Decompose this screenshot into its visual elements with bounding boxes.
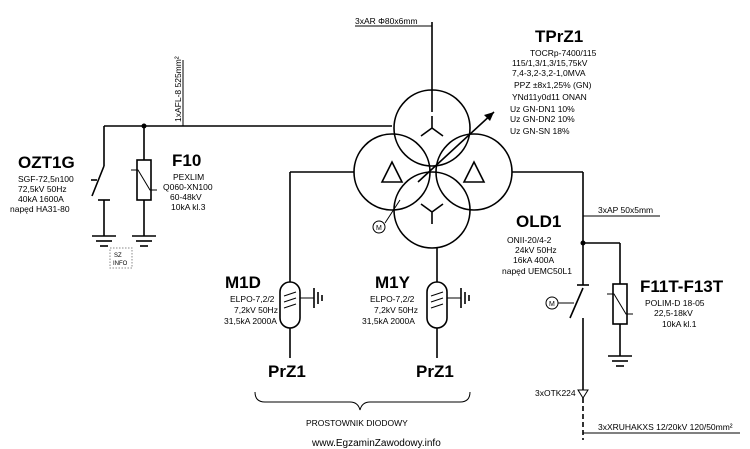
m1y-spec-1: ELPO-7,2/2 xyxy=(370,294,415,304)
ozt1g-spec-1: SGF-72,5n100 xyxy=(18,174,74,184)
busbar-label: 3xAR Φ80x6mm xyxy=(355,16,418,26)
m1y-spec-3: 31,5kA 2000A xyxy=(362,316,415,326)
cable-label: 3xXRUHAKXS 12/20kV 120/50mm² xyxy=(598,422,733,432)
motor-link xyxy=(384,199,401,224)
lv-bus-label: 3xAP 50x5mm xyxy=(598,205,653,215)
old1-spec-2: 24kV 50Hz xyxy=(515,245,557,255)
ozt1g-spec-2: 72,5kV 50Hz xyxy=(18,184,67,194)
old1-spec-3: 16kA 400A xyxy=(513,255,554,265)
m1d-current-transformer xyxy=(279,281,323,329)
old1-disconnector xyxy=(569,243,589,390)
transformer-spec-2: 115/1,3/1,3/15,75kV xyxy=(512,58,588,68)
f11t-surge-arrester xyxy=(607,243,633,367)
ozt1g-spec-4: napęd HA31-80 xyxy=(10,204,70,214)
f11t-spec-2: 22,5-18kV xyxy=(654,308,693,318)
ozt1g-disconnector xyxy=(91,126,116,247)
old1-motor-label: M xyxy=(549,301,555,308)
transformer-spec-3: 7,4-3,2-3,2-1,0MVA xyxy=(512,68,586,78)
transformer-spec-6: Uz GN-DN1 10% xyxy=(510,104,575,114)
transformer-motor-icon xyxy=(372,220,386,234)
cable-head-icon xyxy=(577,389,589,399)
f11t-title: F11T-F13T xyxy=(640,277,724,296)
m1d-title: M1D xyxy=(225,273,261,292)
ozt1g-title: OZT1G xyxy=(18,153,75,172)
f10-title: F10 xyxy=(172,151,201,170)
f10-spec-1: PEXLIM xyxy=(173,172,204,182)
m1d-spec-2: 7,2kV 50Hz xyxy=(234,305,278,315)
transformer-motor-label: M xyxy=(376,225,382,232)
transformer-title: TPrZ1 xyxy=(535,27,583,46)
m1d-spec-1: ELPO-7,2/2 xyxy=(230,294,275,304)
watermark-text: www.EgzaminZawodowy.info xyxy=(311,438,441,449)
f10-spec-2: Q060-XN100 xyxy=(163,182,213,192)
transformer-spec-1: TOCRp-7400/115 xyxy=(530,48,597,58)
cable-head-label: 3xOTK224 xyxy=(535,388,576,398)
old1-title: OLD1 xyxy=(516,212,561,231)
m1y-output: PrZ1 xyxy=(416,362,454,381)
rectifier-label: PROSTOWNIK DIODOWY xyxy=(306,418,408,428)
rectifier-brace xyxy=(254,391,471,411)
old1-spec-1: ONII-20/4-2 xyxy=(507,235,552,245)
m1y-current-transformer xyxy=(426,281,470,329)
f10-spec-4: 10kA kl.3 xyxy=(171,202,206,212)
info-marker-bottom: INFO xyxy=(113,261,128,267)
transformer-spec-5: YNd11y0d11 ONAN xyxy=(512,92,587,102)
m1y-spec-2: 7,2kV 50Hz xyxy=(374,305,418,315)
f11t-spec-1: POLIM-D 18-05 xyxy=(645,298,705,308)
f10-surge-arrester xyxy=(131,126,157,247)
transformer-spec-7: Uz GN-DN2 10% xyxy=(510,114,575,124)
old1-spec-4: napęd UEMC50L1 xyxy=(502,266,572,276)
m1d-output: PrZ1 xyxy=(268,362,306,381)
m1y-title: M1Y xyxy=(375,273,411,292)
hv-cable-label: 1xAFL-8 525mm² xyxy=(173,56,183,122)
ozt1g-spec-3: 40kA 1600A xyxy=(18,194,64,204)
f11t-spec-3: 10kA kl.1 xyxy=(662,319,697,329)
m1d-spec-3: 31,5kA 2000A xyxy=(224,316,277,326)
f10-spec-3: 60-48kV xyxy=(170,192,202,202)
transformer-spec-8: Uz GN-SN 18% xyxy=(510,126,570,136)
transformer-spec-4: PPZ ±8x1,25% (GN) xyxy=(514,80,592,90)
info-marker-top: SZ xyxy=(114,253,122,259)
